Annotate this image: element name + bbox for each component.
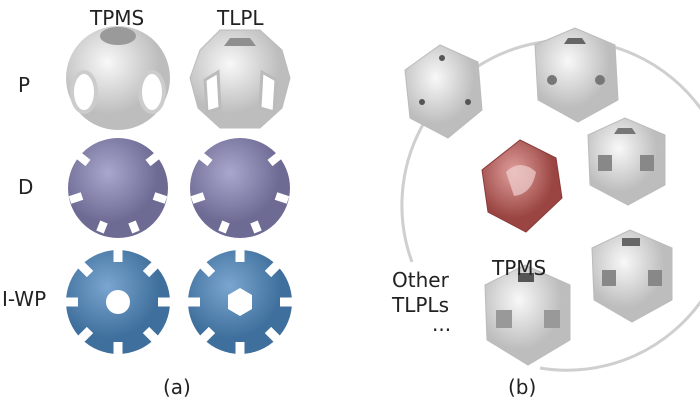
- ring-arc: [400, 38, 700, 372]
- other-label-line2: TLPLs: [392, 293, 449, 317]
- row-label-p: P: [18, 73, 31, 97]
- tpms-label: TPMS: [492, 256, 547, 280]
- tlpl-shape-1: [404, 44, 483, 139]
- tlpl-shape-2: [534, 27, 619, 123]
- tlpl-shape-3: [587, 117, 666, 206]
- ellipsis: ...: [432, 312, 452, 336]
- d-tpms-shape: [68, 138, 168, 238]
- col-header-tlpl: TLPL: [217, 6, 264, 30]
- col-header-tpms: TPMS: [90, 6, 145, 30]
- iwp-tlpl-shape: [186, 248, 294, 356]
- tpms-shape: [481, 139, 563, 233]
- p-tlpl-shape: [189, 29, 291, 129]
- caption-a: (a): [163, 375, 191, 399]
- d-tlpl-shape: [190, 138, 290, 238]
- p-tpms-shape: [66, 26, 170, 130]
- iwp-tpms-shape: [64, 248, 172, 356]
- tlpl-shape-4: [591, 229, 673, 323]
- other-label-line1: Other: [392, 268, 449, 292]
- row-label-iwp: I-WP: [2, 287, 47, 311]
- row-label-d: D: [18, 175, 34, 199]
- caption-b: (b): [508, 375, 537, 399]
- tlpl-shape-5: [484, 264, 571, 366]
